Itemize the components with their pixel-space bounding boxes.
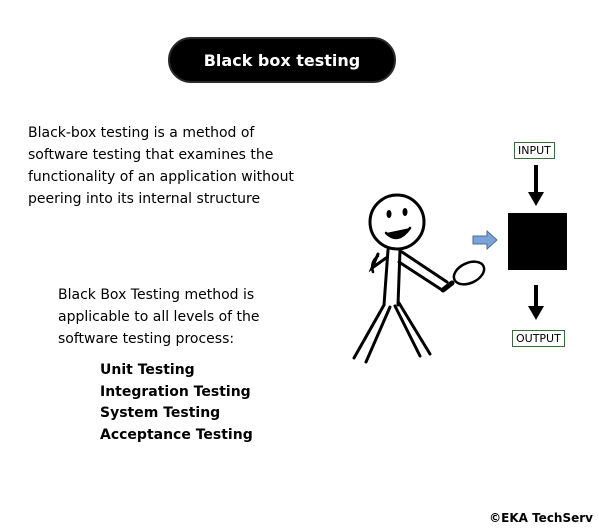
stick-figure-icon	[352, 193, 449, 364]
level-integration-testing: Integration Testing	[100, 383, 251, 400]
copyright-text: ©EKA TechServ	[489, 511, 593, 525]
page-title: Black box testing	[203, 50, 361, 70]
testing-levels-list: Unit Testing Integration Testing System …	[100, 360, 253, 446]
title-banner: Black box testing	[168, 37, 396, 83]
intro-paragraph: Black-box testing is a method of softwar…	[28, 125, 294, 207]
applicable-paragraph: Black Box Testing method is applicable t…	[58, 287, 260, 347]
input-arrow-icon	[528, 165, 544, 206]
pointer-arrow-icon	[472, 229, 498, 251]
level-unit-testing: Unit Testing	[100, 362, 195, 378]
level-system-testing: System Testing	[100, 405, 221, 421]
black-box-icon	[508, 213, 567, 270]
input-label: INPUT	[514, 142, 555, 159]
level-acceptance-testing: Acceptance Testing	[100, 426, 253, 443]
output-label: OUTPUT	[512, 330, 565, 347]
output-arrow-icon	[528, 285, 544, 320]
magnifying-glass-icon	[440, 260, 486, 293]
